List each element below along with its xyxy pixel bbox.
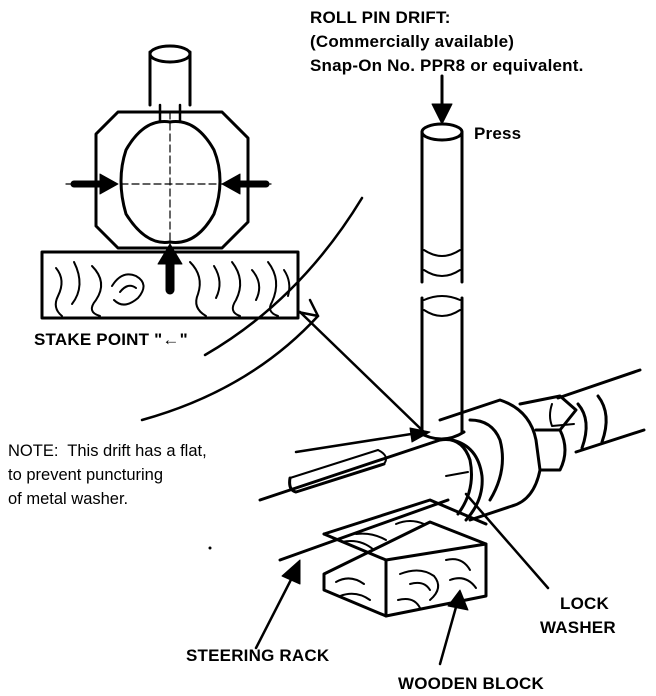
inset-housing <box>94 110 250 250</box>
wooden-block <box>322 498 488 618</box>
note-line-2: to prevent puncturing <box>8 466 164 484</box>
wooden-block-pointer <box>438 598 460 666</box>
magnifier-outline-upper <box>203 196 364 357</box>
note-line-3: of metal washer. <box>8 490 129 508</box>
inset-drift-top <box>148 44 192 64</box>
note-line-1: NOTE: This drift has a flat, <box>8 442 207 460</box>
inset-drift-shaft <box>148 50 192 107</box>
stake-point-label: STAKE POINT "←" <box>34 330 188 349</box>
magnifier-outline-lower <box>140 314 320 422</box>
lock-washer-pointer <box>464 492 550 590</box>
drift-title-label: ROLL PIN DRIFT: <box>310 8 451 27</box>
rack-housing <box>438 368 646 522</box>
stake-detail-inset <box>65 44 275 295</box>
lock-washer <box>438 437 484 522</box>
roll-pin-drift <box>416 122 466 441</box>
steering-rack-bar <box>258 438 450 562</box>
drift-part-label: Snap-On No. PPR8 or equivalent. <box>310 56 584 75</box>
steering-rack-label: STEERING RACK <box>186 646 330 665</box>
drift-commercial-label: (Commercially available) <box>310 32 515 51</box>
inset-pin-section <box>119 120 222 244</box>
washer-label: WASHER <box>540 618 616 637</box>
lock-label: LOCK <box>560 594 609 613</box>
wooden-block-label: WOODEN BLOCK <box>398 674 544 693</box>
magnifier-leader <box>298 310 426 434</box>
note-pointer <box>294 430 426 454</box>
press-label: Press <box>474 124 522 143</box>
inset-wood-block <box>40 250 300 320</box>
